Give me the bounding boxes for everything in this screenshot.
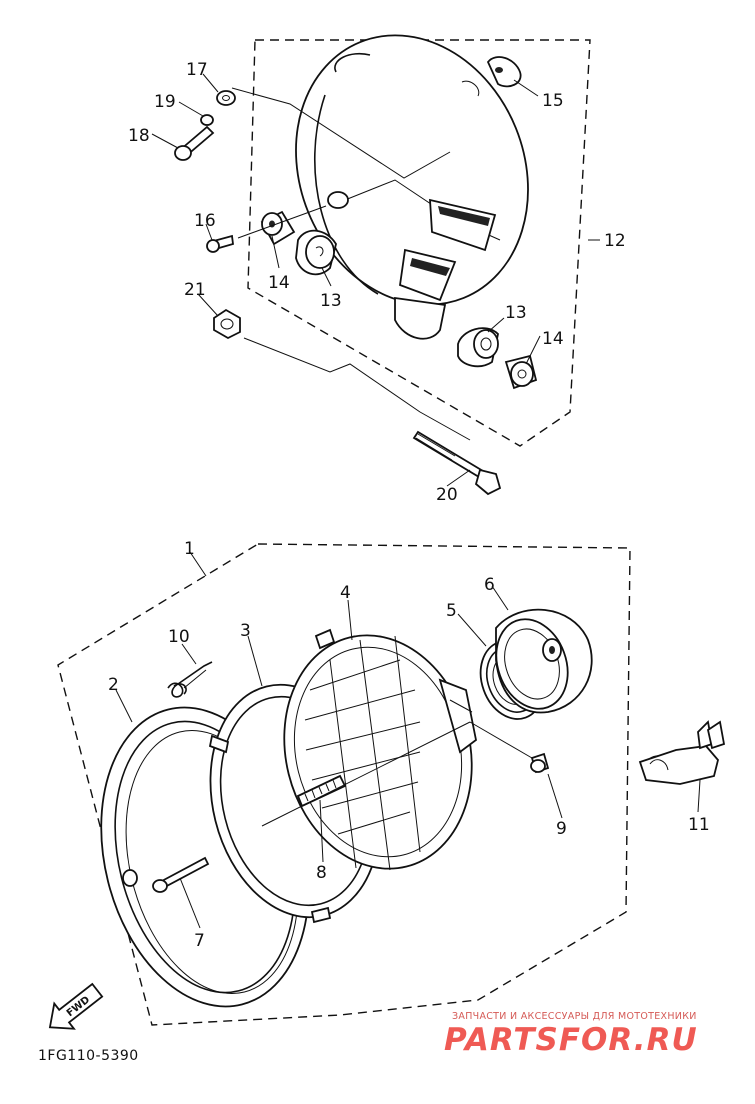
callout-12: 12 [604,231,626,251]
callout-14-right: 14 [542,329,564,349]
part-9-fastener [530,752,550,774]
callout-18: 18 [128,126,150,146]
part-17-washer [216,90,236,106]
assembly-line-clip [183,669,207,689]
body-group-boundary [247,39,591,447]
part-19-spring-washer [200,114,214,126]
watermark-tagline: ЗАПЧАСТИ И АКСЕССУАРЫ ДЛЯ МОТОТЕХНИКИ [452,1011,697,1022]
callout-3: 3 [240,621,251,641]
callout-13-right: 13 [505,303,527,323]
assembly-line-top [231,87,451,179]
part-16-screw [206,234,234,253]
part-4-lens-unit [283,628,477,871]
callout-5: 5 [446,601,457,621]
callout-4: 4 [340,583,351,603]
part-20-bolt [412,430,502,496]
part-21-nut [213,308,241,340]
part-7-screw [152,856,210,893]
callout-21: 21 [184,280,206,300]
assembly-line-low [243,337,471,441]
callout-16: 16 [194,211,216,231]
headlight-body [295,34,529,340]
part-15-grommet [486,56,522,88]
callout-1: 1 [184,539,195,559]
part-11-bulb [638,720,726,785]
callout-20: 20 [436,485,458,505]
part-6-socket-cover [495,608,593,714]
part-18-bolt [174,125,215,161]
callout-6: 6 [484,575,495,595]
assembly-line-lens-to-boot [469,721,533,759]
unit-group-boundary [57,543,631,1026]
fwd-arrow: FWD [48,982,104,1030]
part-13-damper-left [295,229,337,276]
callout-19: 19 [154,92,176,112]
callout-15: 15 [542,91,564,111]
diagram-code: 1FG110-5390 [38,1048,139,1064]
part-14-collar-right [504,354,538,390]
callout-10: 10 [168,627,190,647]
part-14-collar-left [260,210,296,246]
part-13-damper-right [457,327,499,368]
part-8-adjuster-screw [296,774,347,808]
part-10-clip [167,661,213,698]
callout-14-left: 14 [268,273,290,293]
callout-7: 7 [194,931,205,951]
callout-8: 8 [316,863,327,883]
callout-13-left: 13 [320,291,342,311]
leader-lines [115,73,701,929]
watermark-logo: PARTSFOR.RU [444,1022,698,1058]
callout-11: 11 [688,815,710,835]
assembly-line-rim-to-lens [261,721,471,827]
callout-2: 2 [108,675,119,695]
callout-9: 9 [556,819,567,839]
callout-17: 17 [186,60,208,80]
assembly-line-mid [237,205,327,239]
